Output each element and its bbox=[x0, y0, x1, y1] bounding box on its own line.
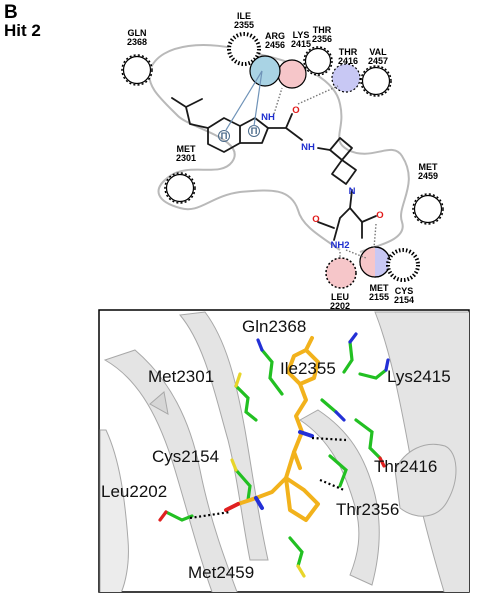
residue-thr2416: THR 2416 bbox=[331, 47, 361, 93]
residue-leu2202: LEU 2202 bbox=[325, 257, 357, 311]
residue-label-thr2356-number: 2356 bbox=[312, 34, 332, 44]
residue-label-cys2154-name: CYS bbox=[395, 286, 414, 296]
interaction-map: GLN 2368 ILE 2355 THR 2356 LYS 2415 ARG … bbox=[121, 11, 444, 311]
pi-label-1: Π bbox=[221, 131, 228, 142]
protein-sidechains bbox=[158, 332, 390, 578]
residue-label-ile2355-number: 2355 bbox=[234, 20, 254, 30]
residue-lys2415: LYS 2415 bbox=[277, 30, 311, 89]
residue-thr2356: THR 2356 bbox=[303, 25, 333, 76]
residue-label-lys2415-number: 2415 bbox=[291, 39, 311, 49]
label-cys2154: Cys2154 bbox=[152, 447, 219, 466]
residue-label-cys2154-number: 2154 bbox=[394, 295, 414, 305]
residue-label-leu2202-name: LEU bbox=[331, 292, 349, 302]
residue-label-gln2368-name: GLN bbox=[128, 28, 147, 38]
residue-label-met2155-number: 2155 bbox=[369, 292, 389, 302]
atom-o-carbonyl: O bbox=[292, 105, 299, 116]
pi-label-2: Π bbox=[251, 126, 258, 137]
residue-met2459: MET 2459 bbox=[412, 162, 444, 225]
residue-label-val2457-number: 2457 bbox=[368, 56, 388, 66]
residue-label-met2155-name: MET bbox=[370, 283, 390, 293]
label-thr2356: Thr2356 bbox=[336, 500, 399, 519]
residue-label-met2459-number: 2459 bbox=[418, 171, 438, 181]
label-ile2355: Ile2355 bbox=[280, 359, 336, 378]
residue-label-arg2456-number: 2456 bbox=[265, 40, 285, 50]
atom-nh2: NH2 bbox=[330, 240, 349, 251]
protein-ribbons bbox=[99, 311, 469, 592]
hydrogen-bonds bbox=[273, 85, 377, 259]
residue-label-met2301-name: MET bbox=[177, 144, 197, 154]
label-leu2202: Leu2202 bbox=[101, 482, 167, 501]
residue-cys2154: CYS 2154 bbox=[386, 248, 420, 305]
residue-label-arg2456-name: ARG bbox=[265, 31, 285, 41]
residue-label-leu2202-number: 2202 bbox=[330, 301, 350, 311]
label-lys2415: Lys2415 bbox=[387, 367, 451, 386]
residue-label-thr2356-name: THR bbox=[313, 25, 332, 35]
residue-label-gln2368-number: 2368 bbox=[127, 37, 147, 47]
atom-n-azetidine: N bbox=[349, 186, 356, 197]
residue-met2155: MET 2155 bbox=[359, 246, 391, 302]
residue-met2301: MET 2301 bbox=[164, 144, 197, 204]
label-gln2368: Gln2368 bbox=[242, 317, 306, 336]
label-thr2416: Thr2416 bbox=[374, 457, 437, 476]
structure-view: Gln2368 Met2301 Ile2355 Lys2415 Cys2154 … bbox=[98, 309, 470, 593]
residue-label-thr2416-name: THR bbox=[339, 47, 358, 57]
panel-letter: B bbox=[4, 2, 18, 23]
hit-label: Hit 2 bbox=[4, 21, 41, 40]
hbond-lines-3d bbox=[189, 436, 347, 520]
residue-label-met2459-name: MET bbox=[419, 162, 439, 172]
residue-val2457: VAL 2457 bbox=[360, 47, 392, 97]
structure-labels: Gln2368 Met2301 Ile2355 Lys2415 Cys2154 … bbox=[101, 317, 451, 582]
label-met2459: Met2459 bbox=[188, 563, 254, 582]
label-met2301: Met2301 bbox=[148, 367, 214, 386]
residue-ile2355: ILE 2355 bbox=[227, 11, 261, 66]
residue-label-ile2355-name: ILE bbox=[237, 11, 251, 21]
atom-nh-indole: NH bbox=[261, 112, 275, 123]
pi-cation-lines bbox=[225, 70, 263, 131]
ligand-structure bbox=[171, 97, 377, 241]
pi-stacking-markers: Π Π bbox=[218, 125, 260, 142]
residue-label-lys2415-name: LYS bbox=[293, 30, 310, 40]
ligand-3d bbox=[224, 336, 320, 522]
atom-nh-amide: NH bbox=[301, 142, 315, 153]
residue-label-thr2416-number: 2416 bbox=[338, 56, 358, 66]
residue-label-met2301-number: 2301 bbox=[176, 153, 196, 163]
residue-gln2368: GLN 2368 bbox=[121, 28, 153, 86]
residue-label-val2457-name: VAL bbox=[369, 47, 387, 57]
atom-o-oxalyl-2: O bbox=[376, 210, 383, 221]
atom-o-oxalyl-1: O bbox=[312, 214, 319, 225]
